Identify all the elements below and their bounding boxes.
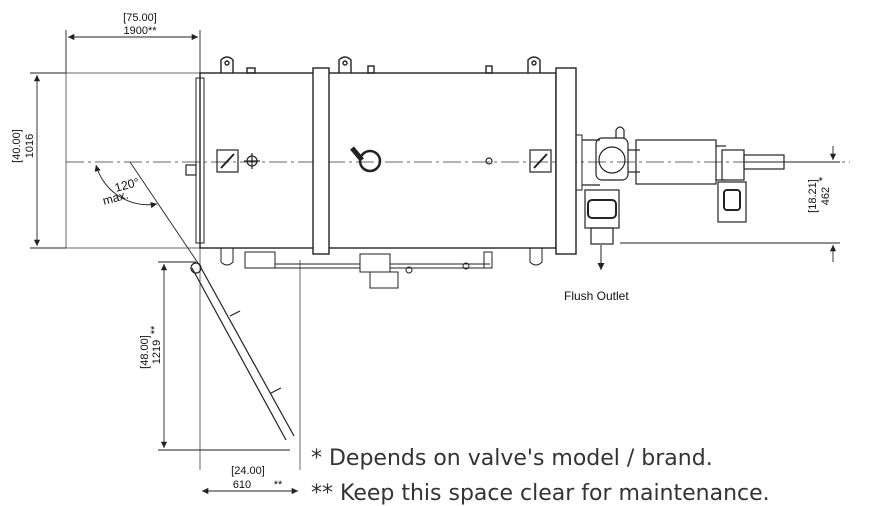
- dim-top-width: [65, 30, 201, 73]
- dim-ladder-length-mm: 1219: [151, 340, 163, 364]
- note-single-asterisk: * Depends on valve's model / brand.: [311, 446, 713, 471]
- swing-ladder: [190, 262, 295, 441]
- dim-ladder-length: [158, 261, 290, 451]
- angle-annotation: [94, 161, 201, 267]
- vessel-symbols: [185, 146, 552, 176]
- drive-assembly: [582, 126, 785, 245]
- dim-bottom-width-mm: 610: [233, 479, 251, 491]
- dim-right-height-mm: 462: [820, 187, 832, 205]
- dim-right-height: [620, 146, 840, 262]
- dim-bottom-width-mark: **: [274, 479, 283, 491]
- dim-top-width-mm: 1900**: [123, 25, 157, 37]
- lifting-lugs: [220, 56, 541, 74]
- dim-left-height-in: [40.00]: [11, 129, 23, 163]
- dim-top-width-in: [75.00]: [123, 12, 157, 24]
- dim-bottom-width-in: [24.00]: [231, 465, 265, 477]
- bottom-fittings: [220, 248, 543, 289]
- angle-value: 120°: [113, 175, 141, 195]
- dim-ladder-length-in: [48.00]: [139, 335, 151, 369]
- flush-outlet-label: Flush Outlet: [564, 289, 629, 303]
- note-double-asterisk: ** Keep this space clear for maintenance…: [311, 481, 770, 506]
- dim-right-height-mark: *: [817, 176, 829, 181]
- angle-max-label: max.: [101, 188, 130, 208]
- dim-right-height-in: [18.21]: [807, 179, 819, 213]
- dim-left-height-mm: 1016: [24, 134, 36, 158]
- dim-left-height: [30, 72, 66, 249]
- dim-ladder-length-mark: **: [149, 325, 161, 334]
- filter-vessel: [185, 56, 583, 289]
- clearance-zones: [65, 72, 301, 470]
